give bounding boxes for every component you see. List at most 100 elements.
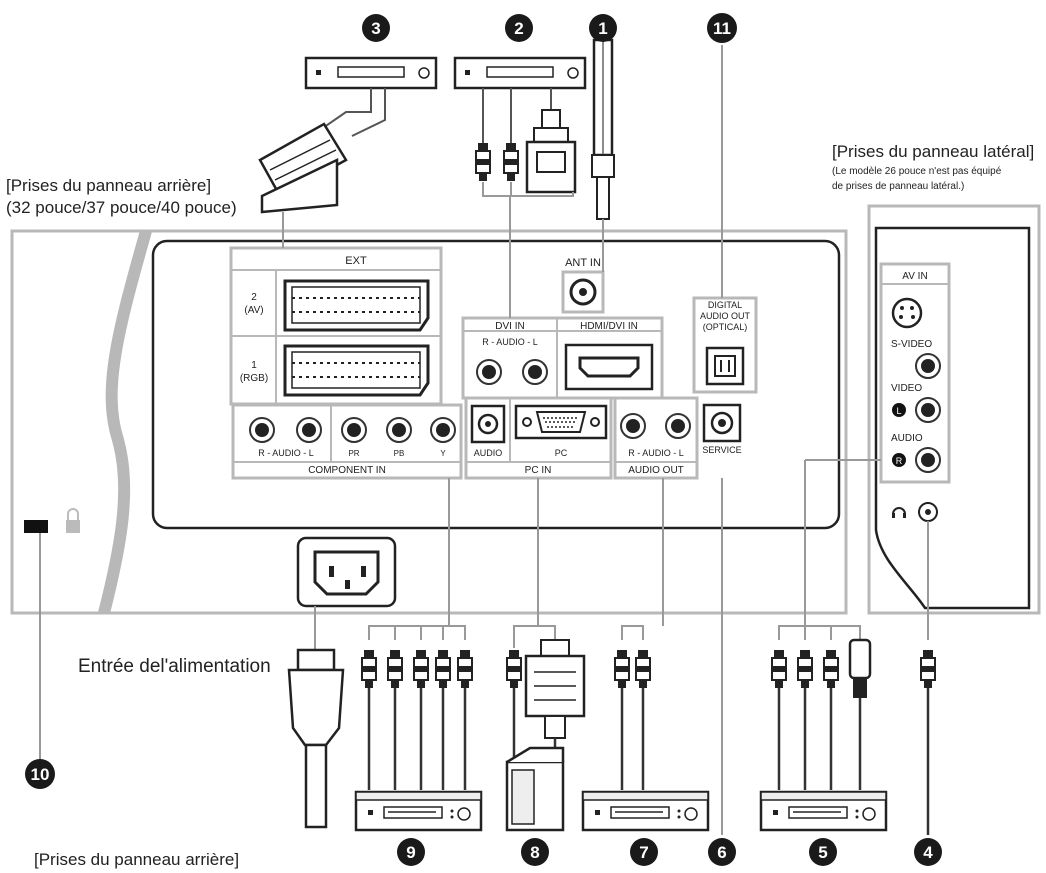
callout-4: 4 xyxy=(914,838,942,866)
callout-10: 10 xyxy=(25,759,55,789)
callout-7: 7 xyxy=(630,838,658,866)
side-panel-note-2: de prises de panneau latéral.) xyxy=(832,181,965,192)
power-cord xyxy=(287,606,345,829)
callout-2: 2 xyxy=(505,14,533,42)
ext1-mode: (RGB) xyxy=(240,373,268,384)
svg-text:5: 5 xyxy=(818,843,827,862)
svg-text:9: 9 xyxy=(406,843,415,862)
side-panel-note-1: (Le modèle 26 pouce n'est pas équipé xyxy=(832,166,1002,177)
scart-port-ext1 xyxy=(283,344,430,397)
side-panel-title: [Prises du panneau latéral] xyxy=(832,142,1035,161)
device-5-vcr xyxy=(759,790,888,832)
headphone-cable xyxy=(920,521,936,835)
callout-badges: 1 2 3 4 5 6 7 8 9 10 11 xyxy=(25,13,942,866)
ext1-num: 1 xyxy=(251,360,257,371)
side-video-jack xyxy=(915,353,941,379)
side-audio-l-jack xyxy=(915,397,941,423)
dvi-audio-label: R - AUDIO - L xyxy=(482,337,538,347)
component-in-group: R - AUDIO - L PR PB Y COMPONENT IN xyxy=(231,403,463,480)
svg-text:3: 3 xyxy=(371,19,380,38)
dvi-plug xyxy=(525,109,577,194)
ext2-num: 2 xyxy=(251,292,257,303)
audio-out-group: R - AUDIO - L AUDIO OUT xyxy=(613,396,699,480)
callout-8: 8 xyxy=(521,838,549,866)
side-video-label: VIDEO xyxy=(891,383,922,394)
pc-in-label: PC IN xyxy=(525,465,552,476)
side-panel: AV IN S-VIDEO VIDEO L AUDIO R xyxy=(867,204,1041,615)
component-y-label: Y xyxy=(440,449,446,458)
rear-panel-title-bottom: [Prises du panneau arrière] xyxy=(34,850,240,869)
ant-in-label: ANT IN xyxy=(565,257,601,269)
side-r-label: R xyxy=(896,456,903,466)
power-input-label: Entrée del'alimentation xyxy=(78,656,271,677)
svg-text:4: 4 xyxy=(923,843,933,862)
component-pr-label: PR xyxy=(348,449,359,458)
power-socket xyxy=(296,536,397,608)
dvi-audio-r-plug xyxy=(475,142,491,182)
component-audio-r-jack xyxy=(249,417,275,443)
pc-in-group: AUDIO PC PC IN xyxy=(464,396,613,480)
dvi-audio-r-jack xyxy=(476,359,502,385)
ext2-mode: (AV) xyxy=(244,305,263,316)
dvi-in-label: DVI IN xyxy=(495,321,524,332)
audio-out-rl-label: R - AUDIO - L xyxy=(628,448,684,458)
s-video-jack xyxy=(891,297,923,329)
component-y-jack xyxy=(430,417,456,443)
pc-audio-jack xyxy=(470,404,506,444)
antenna-cable xyxy=(591,38,615,272)
side-av-cables xyxy=(771,459,881,790)
device-8-pc xyxy=(505,746,565,832)
dvi-audio-l-jack xyxy=(522,359,548,385)
vga-port xyxy=(514,404,608,440)
ext-scart-group: EXT 2 (AV) 1 (RGB) xyxy=(229,246,443,406)
svg-text:1: 1 xyxy=(598,19,607,38)
device-9-vcr xyxy=(354,790,483,832)
svg-text:8: 8 xyxy=(530,843,539,862)
top-device-3 xyxy=(258,56,438,214)
digital-audio-out-group: DIGITAL AUDIO OUT (OPTICAL) xyxy=(692,296,758,394)
svg-text:10: 10 xyxy=(31,765,50,784)
digital-label-2: AUDIO OUT xyxy=(700,311,751,321)
callout-3: 3 xyxy=(362,14,390,42)
dvi-audio-l-plug xyxy=(503,142,519,182)
vga-plug xyxy=(524,639,586,739)
digital-label-1: DIGITAL xyxy=(708,300,742,310)
scart-plug xyxy=(258,122,348,214)
ext-label: EXT xyxy=(345,255,367,267)
dvi-hdmi-group: DVI IN R - AUDIO - L HDMI/DVI IN xyxy=(461,316,664,400)
component-pr-jack xyxy=(341,417,367,443)
component-cables xyxy=(361,478,473,790)
rear-panel-title: [Prises du panneau arrière] xyxy=(6,176,212,195)
component-audio-l-jack xyxy=(296,417,322,443)
pc-audio-label: AUDIO xyxy=(474,448,503,458)
device-7-amplifier xyxy=(581,790,710,832)
ant-in-port: ANT IN xyxy=(561,257,605,314)
callout-11: 11 xyxy=(707,13,737,43)
scart-port-ext2 xyxy=(283,279,430,332)
svg-text:7: 7 xyxy=(639,843,648,862)
audio-out-l-jack xyxy=(665,413,691,439)
kensington-lock xyxy=(24,508,80,533)
component-audio-label: R - AUDIO - L xyxy=(258,448,314,458)
pc-cables xyxy=(505,478,586,832)
top-device-2 xyxy=(453,56,587,318)
s-video-label: S-VIDEO xyxy=(891,339,932,350)
svg-text:6: 6 xyxy=(717,843,726,862)
callout-5: 5 xyxy=(809,838,837,866)
side-l-label: L xyxy=(896,406,901,416)
digital-label-3: (OPTICAL) xyxy=(703,322,748,332)
audio-out-r-jack xyxy=(620,413,646,439)
component-pb-jack xyxy=(386,417,412,443)
callout-6: 6 xyxy=(708,838,736,866)
callout-1: 1 xyxy=(589,14,617,42)
av-in-label: AV IN xyxy=(902,271,927,282)
hdmi-dvi-in-label: HDMI/DVI IN xyxy=(580,321,638,332)
side-audio-label: AUDIO xyxy=(891,433,923,444)
pc-label: PC xyxy=(555,448,568,458)
svg-text:2: 2 xyxy=(514,19,523,38)
callout-9: 9 xyxy=(397,838,425,866)
audio-out-cables xyxy=(614,478,664,790)
svg-text:11: 11 xyxy=(713,19,731,38)
service-label: SERVICE xyxy=(702,445,741,455)
